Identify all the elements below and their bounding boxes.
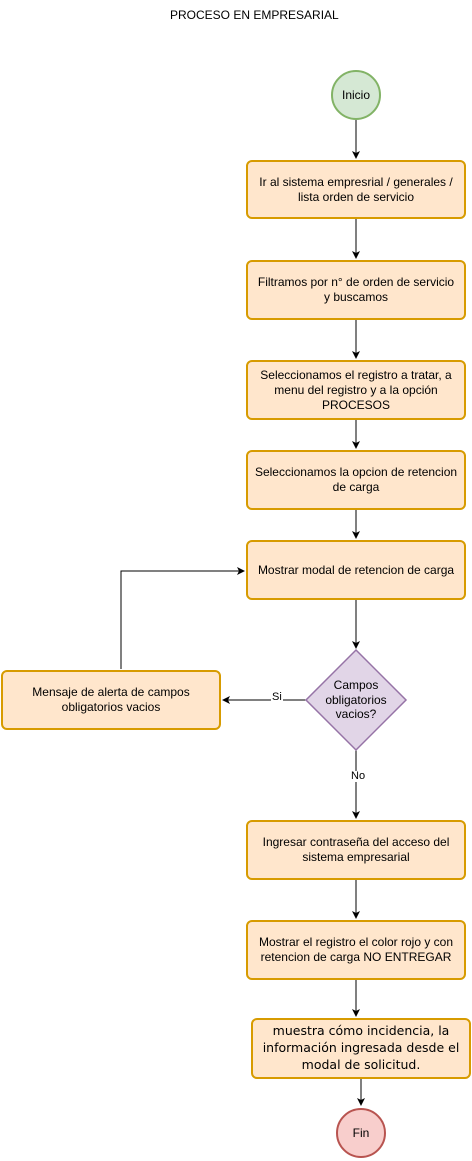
- step-select-retention-label: Seleccionamos la opcion de retencion de …: [254, 465, 458, 494]
- end-node: Fin: [336, 1108, 386, 1158]
- end-label: Fin: [352, 1125, 370, 1140]
- step-select-record: Seleccionamos el registro a tratar, a me…: [246, 360, 466, 420]
- step-show-red-record-label: Mostrar el registro el color rojo y con …: [258, 935, 454, 964]
- step-enter-password-label: Ingresar contraseña del acceso del siste…: [262, 835, 450, 864]
- start-label: Inicio: [341, 87, 370, 102]
- diagram-title: PROCESO EN EMPRESARIAL: [170, 8, 339, 22]
- step-show-red-record: Mostrar el registro el color rojo y con …: [246, 920, 466, 980]
- decision-label: Campos obligatorios vacios?: [325, 678, 387, 722]
- step-select-retention: Seleccionamos la opcion de retencion de …: [246, 450, 466, 510]
- step-filter-order-label: Filtramos por n° de orden de servicio y …: [257, 275, 455, 304]
- step-enter-password: Ingresar contraseña del acceso del siste…: [246, 820, 466, 880]
- step-show-modal-label: Mostrar modal de retencion de carga: [257, 562, 455, 577]
- alert-label: Mensaje de alerta de campos obligatorios…: [32, 685, 190, 714]
- edge-label-no: No: [350, 770, 367, 782]
- decision-diamond: [304, 648, 408, 752]
- step-show-modal: Mostrar modal de retencion de carga: [246, 540, 466, 600]
- step-go-to-system: Ir al sistema empresrial / generales / l…: [246, 160, 466, 219]
- edge-label-yes: Si: [271, 691, 283, 703]
- step-filter-order: Filtramos por n° de orden de servicio y …: [246, 260, 466, 320]
- edge-alert-step5: [120, 567, 245, 669]
- step-show-incident-label: muestra cómo incidencia, la información …: [262, 1023, 460, 1072]
- step-show-incident: muestra cómo incidencia, la información …: [251, 1018, 471, 1079]
- step-go-to-system-label: Ir al sistema empresrial / generales / l…: [259, 174, 453, 204]
- alert-node: Mensaje de alerta de campos obligatorios…: [1, 670, 221, 730]
- start-node: Inicio: [331, 70, 381, 120]
- step-select-record-label: Seleccionamos el registro a tratar, a me…: [260, 367, 452, 412]
